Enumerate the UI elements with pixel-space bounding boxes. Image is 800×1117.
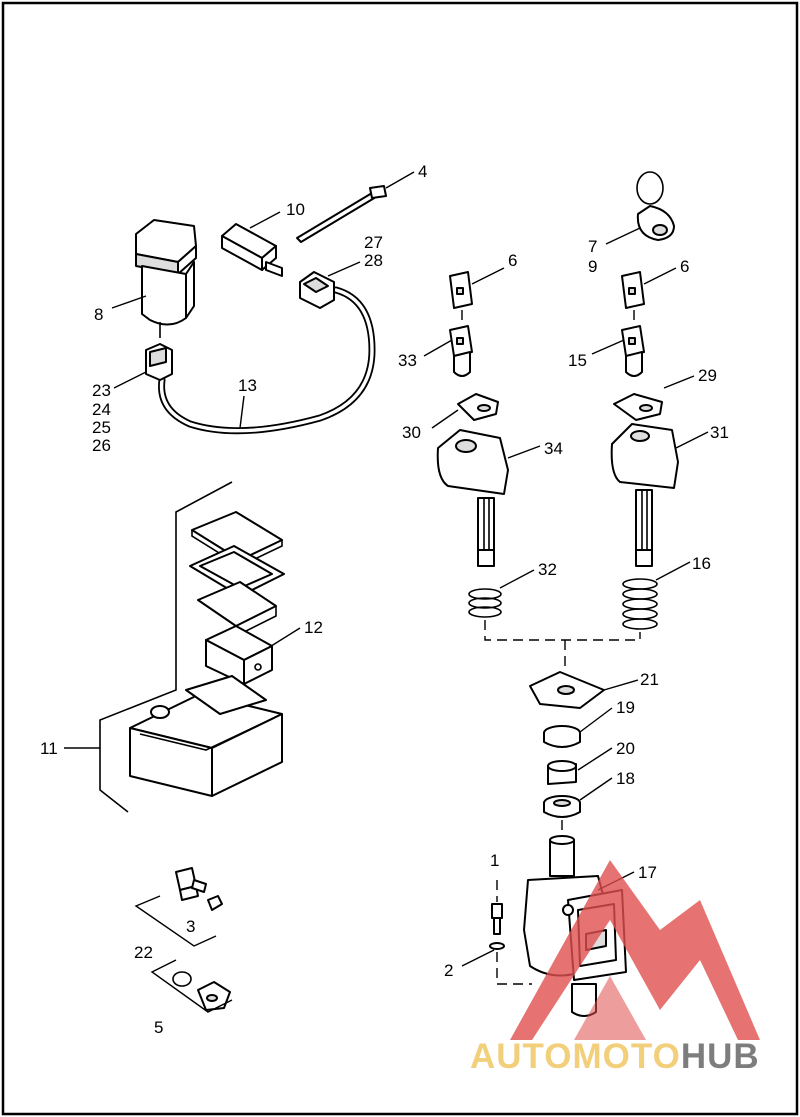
watermark-text-hub: HUB	[681, 1037, 760, 1076]
callout-25: 25	[92, 418, 111, 437]
key-blank-part-6-left	[449, 271, 473, 326]
sender-part-22	[175, 867, 207, 901]
wiring-harness-part-13	[145, 271, 376, 435]
callout-12: 12	[304, 618, 323, 637]
callout-34: 34	[544, 439, 563, 458]
callout-4: 4	[418, 162, 427, 181]
callout-13: 13	[238, 376, 257, 395]
callout-6-right: 6	[680, 257, 689, 276]
pad-part-12-stack	[189, 511, 285, 638]
spring-part-16	[622, 578, 658, 630]
key-blank-part-6-right	[621, 271, 645, 326]
cam-part-20	[547, 760, 577, 785]
plug-part-5	[197, 981, 231, 1011]
callout-30: 30	[402, 423, 421, 442]
callout-23: 23	[92, 381, 111, 400]
cable-tie-part-4	[296, 185, 387, 243]
watermark-text: AUTOMOTOHUB	[470, 1037, 760, 1076]
callout-9: 9	[588, 257, 597, 276]
callout-1: 1	[490, 851, 499, 870]
callout-21: 21	[640, 670, 659, 689]
callout-5: 5	[154, 1018, 163, 1037]
callout-22: 22	[134, 943, 153, 962]
callout-6-left: 6	[508, 251, 517, 270]
terminal-part-3	[207, 895, 223, 911]
callout-17: 17	[638, 863, 657, 882]
callout-7: 7	[588, 237, 597, 256]
bracket-5	[150, 959, 233, 1013]
callout-28: 28	[364, 251, 383, 270]
lock-cylinder-part-31	[610, 423, 679, 567]
o-ring-part-5	[172, 971, 192, 987]
callout-3: 3	[186, 917, 195, 936]
plate-part-29	[613, 393, 663, 421]
callout-10: 10	[286, 200, 305, 219]
screw-part-1	[491, 880, 503, 935]
callout-29: 29	[698, 366, 717, 385]
warning-triangle-inner	[574, 976, 646, 1040]
module-part-12	[205, 625, 273, 685]
callout-16: 16	[692, 554, 711, 573]
lock-cylinder-part-34	[436, 429, 509, 567]
callout-33: 33	[398, 351, 417, 370]
washer-part-2	[489, 942, 532, 985]
plate-part-30	[457, 393, 499, 421]
plate-part-21	[529, 671, 605, 709]
automotohub-watermark: AUTOMOTOHUB	[470, 860, 760, 1076]
callout-labels: 4 10 27 28 8 23 24 25 26 13 6 6 7 9 33 1…	[40, 162, 729, 1037]
connector-part-10	[221, 223, 283, 277]
key-part-33	[449, 325, 473, 377]
bracket-22	[134, 895, 217, 947]
bracket-outline-part-11	[99, 481, 233, 813]
housing-part-11	[129, 675, 283, 797]
key-part-15	[621, 325, 645, 377]
callout-26: 26	[92, 436, 111, 455]
assembly-path-line	[484, 620, 641, 641]
leader-lines	[64, 171, 709, 967]
callout-18: 18	[616, 769, 635, 788]
watermark-text-automoto: AUTOMOTO	[470, 1037, 681, 1076]
callout-2: 2	[444, 961, 453, 980]
callout-27: 27	[364, 233, 383, 252]
callout-11: 11	[40, 739, 58, 758]
callout-32: 32	[538, 560, 557, 579]
callout-20: 20	[616, 739, 635, 758]
spring-part-32	[468, 588, 502, 618]
nut-part-19	[543, 725, 581, 748]
receiver-module-part-8	[135, 219, 197, 338]
callout-19: 19	[616, 698, 635, 717]
key-fob-part-7	[636, 171, 675, 241]
callout-8: 8	[94, 305, 103, 324]
callout-15: 15	[568, 351, 587, 370]
callout-31: 31	[710, 423, 729, 442]
ring-part-18	[543, 795, 581, 818]
callout-24: 24	[92, 400, 111, 419]
warning-triangle-logo	[510, 860, 760, 1040]
